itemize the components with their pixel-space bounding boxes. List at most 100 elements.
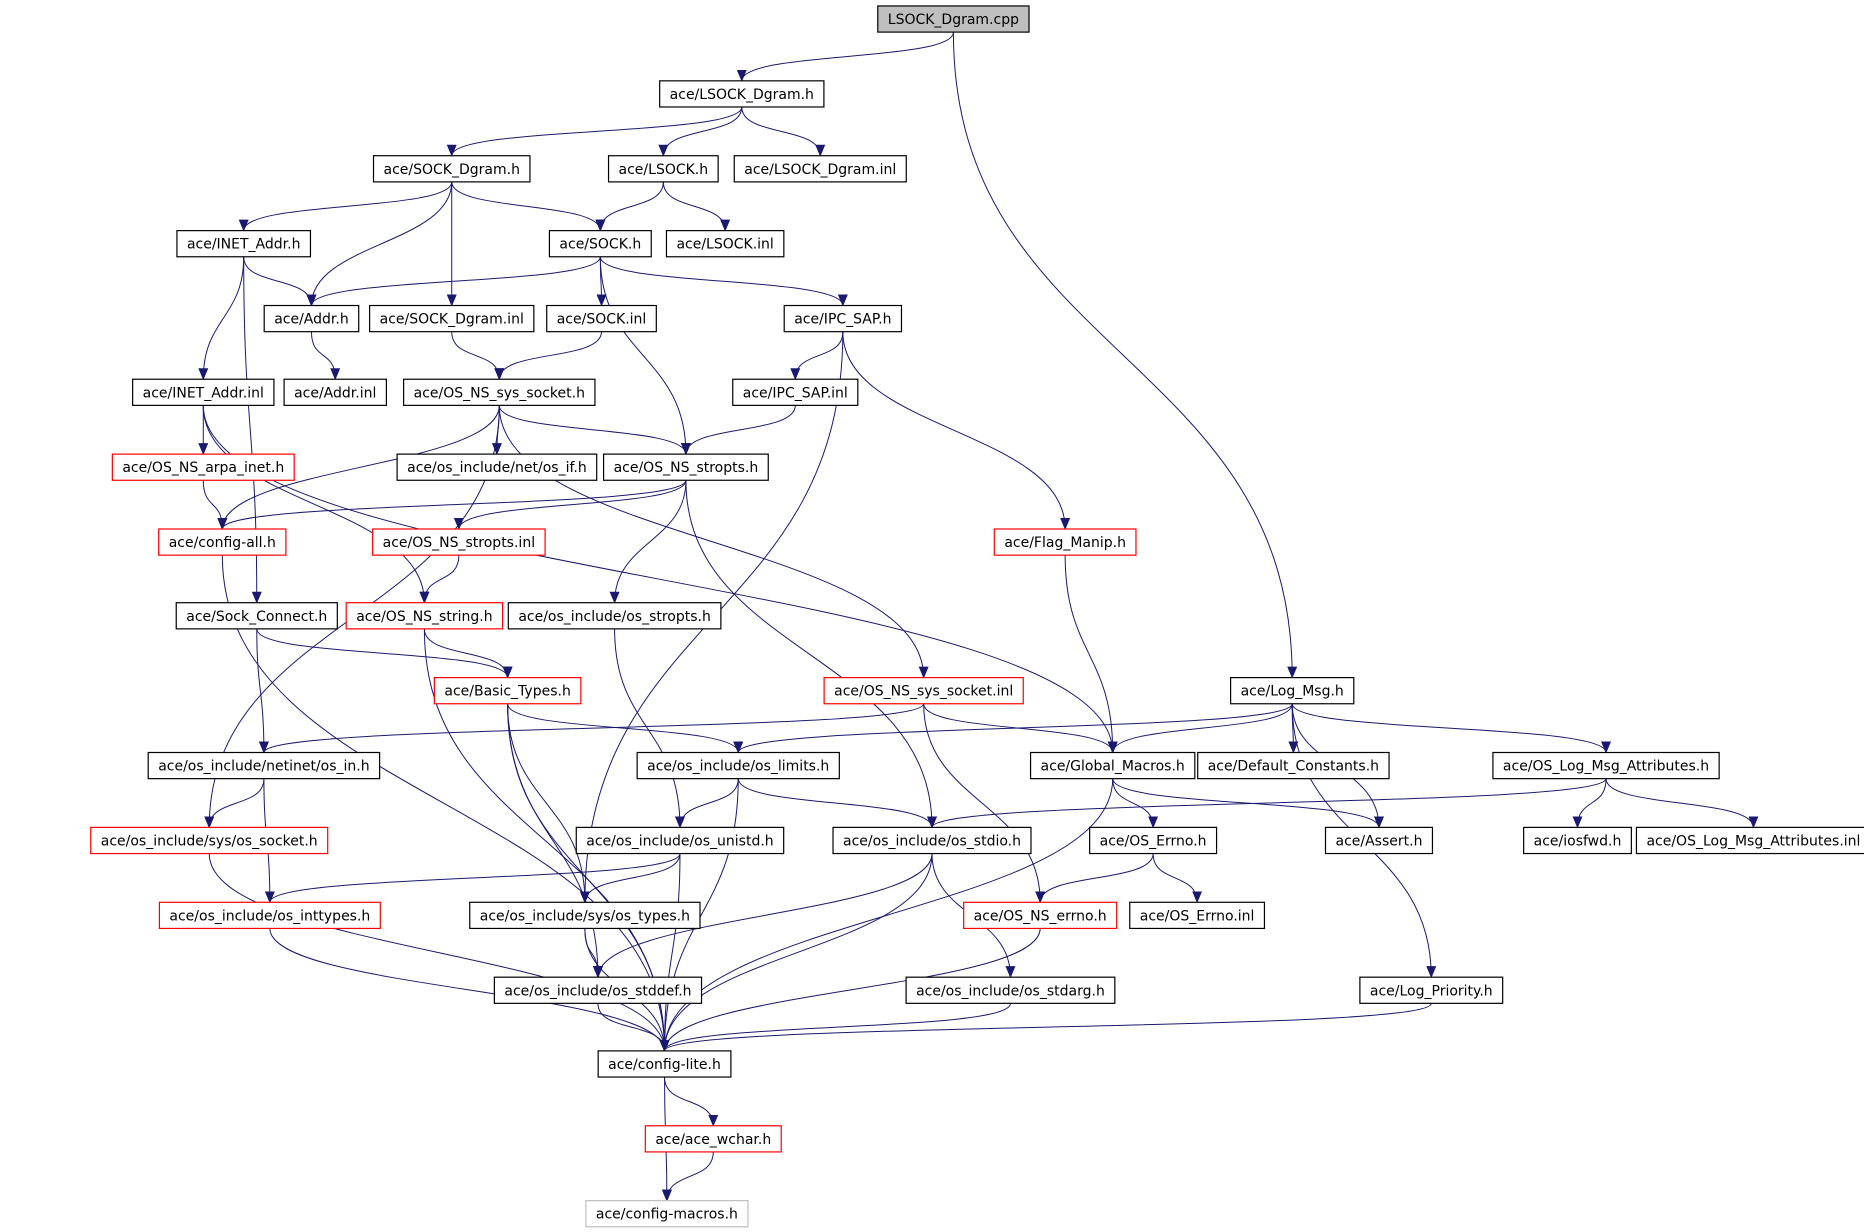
edge-os-ns-sys-socket-h-to-config-all-h — [217, 405, 500, 531]
node-addr-inl[interactable]: ace/Addr.inl — [283, 378, 387, 406]
node-basic-types-h[interactable]: ace/Basic_Types.h — [433, 677, 582, 705]
node-label: ace/OS_NS_stropts.inl — [383, 535, 535, 551]
edge-global-macros-h-to-os-errno-h — [1112, 778, 1159, 829]
edge-os-ns-stropts-h-to-os-stdio-h — [685, 480, 937, 829]
node-box — [147, 751, 381, 780]
node-os-ns-stropts-h[interactable]: ace/OS_NS_stropts.h — [602, 453, 769, 481]
node-box — [1635, 826, 1864, 855]
node-box — [1359, 976, 1504, 1004]
node-lsock-h[interactable]: ace/LSOCK.h — [607, 155, 719, 183]
edge-sock-h-to-os-ns-stropts-h — [599, 256, 691, 456]
node-iosfwd-h[interactable]: ace/iosfwd.h — [1523, 826, 1632, 855]
node-box — [732, 378, 859, 406]
node-label: ace/os_include/sys/os_types.h — [480, 908, 690, 924]
node-os-inttypes-h[interactable]: ace/os_include/os_inttypes.h — [158, 901, 381, 930]
node-os-stdarg-h[interactable]: ace/os_include/os_stdarg.h — [905, 976, 1116, 1004]
node-os-ns-arpa-inet-h[interactable]: ace/OS_NS_arpa_inet.h — [111, 453, 295, 481]
node-os-unistd-h[interactable]: ace/os_include/os_unistd.h — [575, 826, 785, 855]
node-config-macros-h[interactable]: ace/config-macros.h — [585, 1200, 749, 1228]
node-os-in-h[interactable]: ace/os_include/netinet/os_in.h — [147, 751, 381, 780]
node-ipc-sap-inl[interactable]: ace/IPC_SAP.inl — [732, 378, 859, 406]
node-os-limits-h[interactable]: ace/os_include/os_limits.h — [636, 751, 840, 780]
node-os-types-h[interactable]: ace/os_include/sys/os_types.h — [469, 901, 701, 930]
node-inet-addr-inl[interactable]: ace/INET_Addr.inl — [132, 378, 275, 406]
node-lsock-inl[interactable]: ace/LSOCK.inl — [665, 230, 785, 258]
node-box — [493, 976, 703, 1004]
node-box — [132, 378, 275, 406]
node-os-stdio-h[interactable]: ace/os_include/os_stdio.h — [832, 826, 1032, 855]
node-label: ace/Default_Constants.h — [1208, 759, 1379, 775]
node-os-ns-sys-socket-inl[interactable]: ace/OS_NS_sys_socket.inl — [823, 677, 1024, 705]
node-label: ace/OS_NS_sys_socket.h — [414, 385, 585, 401]
edge-os-errno-h-to-os-ns-errno-h — [1035, 853, 1154, 904]
node-os-ns-stropts-inl[interactable]: ace/OS_NS_stropts.inl — [372, 528, 546, 556]
edge-lsock-h-to-lsock-inl — [662, 181, 731, 232]
node-sock-inl[interactable]: ace/SOCK.inl — [546, 304, 657, 333]
node-label: ace/INET_Addr.inl — [143, 385, 264, 401]
node-lsock-dgram-h[interactable]: ace/LSOCK_Dgram.h — [659, 80, 825, 108]
edge-os-stdio-h-to-config-lite-h — [659, 853, 933, 1052]
node-os-log-msg-attributes-inl[interactable]: ace/OS_Log_Msg_Attributes.inl — [1635, 826, 1864, 855]
node-os-errno-h[interactable]: ace/OS_Errno.h — [1089, 826, 1218, 855]
edge-lsock-dgram-h-to-lsock-h — [658, 106, 743, 157]
node-label: ace/OS_NS_sys_socket.inl — [834, 684, 1013, 700]
edge-os-ns-arpa-inet-h-to-config-all-h — [202, 480, 228, 531]
node-os-if-h[interactable]: ace/os_include/net/os_if.h — [396, 453, 598, 481]
node-ace-wchar-h[interactable]: ace/ace_wchar.h — [644, 1125, 782, 1153]
node-box — [783, 304, 903, 333]
node-label: ace/Basic_Types.h — [444, 684, 570, 700]
node-box — [665, 230, 785, 258]
node-os-stddef-h[interactable]: ace/os_include/os_stddef.h — [493, 976, 703, 1004]
edge-os-errno-h-to-os-errno-inl — [1152, 853, 1203, 904]
node-config-all-h[interactable]: ace/config-all.h — [158, 528, 287, 556]
node-label: ace/os_include/os_limits.h — [647, 759, 829, 775]
node-box — [607, 155, 719, 183]
node-assert-h[interactable]: ace/Assert.h — [1324, 826, 1434, 855]
node-log-msg-h[interactable]: ace/Log_Msg.h — [1229, 677, 1355, 705]
node-os-ns-sys-socket-h[interactable]: ace/OS_NS_sys_socket.h — [403, 378, 596, 406]
node-label: ace/OS_NS_stropts.h — [614, 460, 759, 476]
node-os-ns-string-h[interactable]: ace/OS_NS_string.h — [345, 602, 504, 630]
node-label: ace/os_include/os_unistd.h — [586, 833, 773, 849]
edge-os-ns-stropts-h-to-os-stropts-h — [609, 480, 687, 604]
edge-os-unistd-h-to-os-inttypes-h — [265, 853, 681, 904]
node-box — [659, 80, 825, 108]
node-sock-connect-h[interactable]: ace/Sock_Connect.h — [175, 602, 338, 630]
node-os-socket-h[interactable]: ace/os_include/sys/os_socket.h — [90, 826, 329, 855]
node-flag-manip-h[interactable]: ace/Flag_Manip.h — [993, 528, 1137, 556]
edge-sock-h-to-addr-h — [306, 256, 601, 307]
node-lsock-dgram-cpp[interactable]: LSOCK_Dgram.cpp — [877, 5, 1030, 33]
edge-ipc-sap-inl-to-os-ns-stropts-h — [680, 405, 796, 456]
node-label: ace/os_include/os_stddef.h — [504, 983, 691, 999]
node-ipc-sap-h[interactable]: ace/IPC_SAP.h — [783, 304, 903, 333]
node-os-ns-errno-h[interactable]: ace/OS_NS_errno.h — [963, 901, 1118, 930]
node-lsock-dgram-inl[interactable]: ace/LSOCK_Dgram.inl — [733, 155, 907, 183]
node-default-constants-h[interactable]: ace/Default_Constants.h — [1197, 751, 1390, 780]
edge-inet-addr-h-to-addr-h — [243, 256, 317, 307]
node-box — [548, 230, 652, 258]
node-os-stropts-h[interactable]: ace/os_include/os_stropts.h — [507, 602, 722, 630]
node-inet-addr-h[interactable]: ace/INET_Addr.h — [176, 230, 312, 258]
node-box — [176, 230, 312, 258]
edge-lsock-dgram-h-to-lsock-dgram-inl — [741, 106, 826, 157]
node-os-log-msg-attributes-h[interactable]: ace/OS_Log_Msg_Attributes.h — [1492, 751, 1720, 780]
node-layer: LSOCK_Dgram.cpp ace/LSOCK_Dgram.h ace/SOCK… — [90, 5, 1864, 1228]
edge-global-macros-h-to-assert-h — [1112, 778, 1384, 829]
edge-inet-addr-inl-to-os-ns-string-h — [202, 405, 430, 604]
node-log-priority-h[interactable]: ace/Log_Priority.h — [1359, 976, 1504, 1004]
node-label: ace/os_include/os_stropts.h — [518, 609, 711, 625]
edge-os-ns-errno-h-to-config-lite-h — [659, 928, 1041, 1052]
node-label: ace/os_include/os_stdarg.h — [916, 983, 1105, 999]
node-box — [1197, 751, 1390, 780]
node-sock-dgram-inl[interactable]: ace/SOCK_Dgram.inl — [369, 304, 535, 333]
node-sock-dgram-h[interactable]: ace/SOCK_Dgram.h — [372, 155, 531, 183]
node-sock-h[interactable]: ace/SOCK.h — [548, 230, 652, 258]
node-box — [1129, 901, 1266, 930]
node-addr-h[interactable]: ace/Addr.h — [263, 304, 360, 333]
edge-os-ns-stropts-inl-to-os-ns-string-h — [419, 555, 460, 604]
node-global-macros-h[interactable]: ace/Global_Macros.h — [1029, 751, 1196, 780]
edge-os-limits-h-to-os-unistd-h — [675, 778, 739, 829]
edge-log-msg-h-to-os-limits-h — [733, 703, 1293, 754]
node-os-errno-inl[interactable]: ace/OS_Errno.inl — [1129, 901, 1266, 930]
node-config-lite-h[interactable]: ace/config-lite.h — [597, 1050, 732, 1078]
